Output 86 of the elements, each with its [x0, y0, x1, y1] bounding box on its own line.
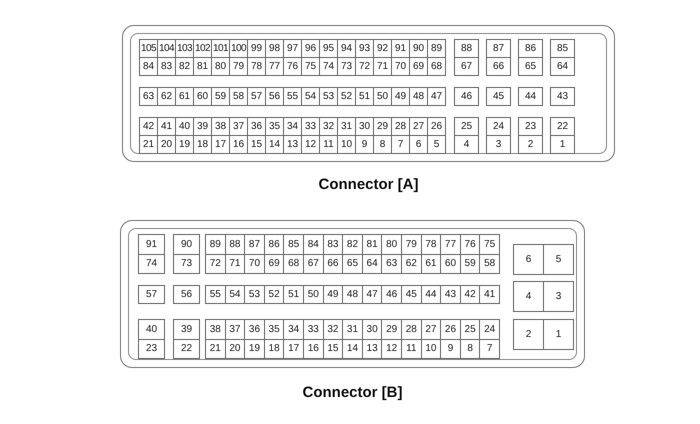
pin-number: 48 — [409, 87, 428, 106]
pin-number: 23 — [138, 338, 165, 359]
pin-number: 55 — [283, 87, 302, 106]
pin-number: 4 — [513, 281, 544, 312]
pin-number: 49 — [391, 87, 410, 106]
pin-number: 56 — [265, 87, 284, 106]
pin-number: 22 — [550, 117, 575, 136]
pin-number: 54 — [301, 87, 320, 106]
pin-number: 50 — [303, 285, 324, 304]
pin-number: 48 — [342, 285, 363, 304]
pin-number: 45 — [486, 87, 511, 106]
pin-number: 44 — [518, 87, 543, 106]
pin-number: 67 — [454, 57, 479, 76]
pin-number: 1 — [550, 135, 575, 154]
pin-number: 84 — [139, 57, 158, 76]
pin-number: 58 — [479, 254, 500, 274]
pin-number: 41 — [479, 285, 500, 304]
pin-number: 40 — [138, 319, 165, 340]
pin-number: 47 — [427, 87, 446, 106]
pin-number: 65 — [518, 57, 543, 76]
pin-number: 42 — [139, 117, 158, 136]
pin-number: 21 — [205, 338, 226, 359]
pin-number: 6 — [513, 244, 544, 275]
pin-number: 68 — [427, 57, 446, 76]
pin-number: 61 — [175, 87, 194, 106]
pin-number: 26 — [427, 117, 446, 136]
pin-number: 44 — [420, 285, 442, 304]
pin-number: 59 — [211, 87, 230, 106]
pin-number: 43 — [550, 87, 575, 106]
pin-number: 43 — [440, 285, 461, 304]
pin-number: 1 — [543, 319, 574, 350]
pin-number: 53 — [319, 87, 338, 106]
pin-number: 45 — [401, 285, 422, 304]
pin-number: 3 — [543, 281, 574, 312]
pin-number: 88 — [454, 39, 479, 58]
pin-number: 51 — [355, 87, 374, 106]
pin-number: 66 — [486, 57, 511, 76]
pin-number: 2 — [513, 319, 544, 350]
pin-number: 50 — [373, 87, 392, 106]
pin-number: 90 — [173, 234, 200, 254]
pin-number: 60 — [193, 87, 212, 106]
pin-number: 87 — [486, 39, 511, 58]
pin-number: 51 — [283, 285, 304, 304]
pin-number: 54 — [224, 285, 246, 304]
pin-number: 46 — [454, 87, 479, 106]
pin-number: 4 — [454, 135, 479, 154]
pin-number: 22 — [173, 338, 200, 359]
pin-number: 57 — [138, 285, 165, 304]
pin-number: 57 — [247, 87, 266, 106]
pin-number: 105 — [139, 39, 158, 58]
pin-number: 52 — [264, 285, 284, 304]
pin-number: 38 — [205, 319, 226, 340]
pin-number: 63 — [139, 87, 158, 106]
pin-number: 62 — [157, 87, 176, 106]
pin-number: 73 — [173, 254, 200, 274]
pin-number: 2 — [518, 135, 543, 154]
pin-number: 39 — [173, 319, 200, 340]
pin-number: 7 — [479, 338, 500, 359]
pin-number: 91 — [138, 234, 165, 254]
pin-number: 46 — [381, 285, 402, 304]
pin-number: 74 — [138, 254, 165, 274]
pin-number: 53 — [244, 285, 265, 304]
pin-number: 75 — [479, 234, 500, 254]
pin-number: 24 — [479, 319, 500, 340]
pin-number: 5 — [543, 244, 574, 275]
pin-number: 49 — [322, 285, 344, 304]
pin-number: 5 — [427, 135, 446, 154]
pin-number: 86 — [518, 39, 543, 58]
pin-number: 89 — [205, 234, 226, 254]
pin-number: 52 — [337, 87, 356, 106]
pin-number: 58 — [229, 87, 248, 106]
pin-number: 25 — [454, 117, 479, 136]
pin-number: 85 — [550, 39, 575, 58]
pin-number: 24 — [486, 117, 511, 136]
pin-number: 23 — [518, 117, 543, 136]
pin-number: 55 — [205, 285, 226, 304]
pin-number: 21 — [139, 135, 158, 154]
pin-number: 64 — [550, 57, 575, 76]
pin-number: 89 — [427, 39, 446, 58]
connector-title: Connector [A] — [318, 176, 418, 193]
pin-number: 3 — [486, 135, 511, 154]
pin-number: 47 — [362, 285, 382, 304]
pin-number: 42 — [460, 285, 480, 304]
pin-number: 72 — [205, 254, 226, 274]
connector-title: Connector [B] — [302, 384, 402, 401]
pin-number: 56 — [173, 285, 200, 304]
